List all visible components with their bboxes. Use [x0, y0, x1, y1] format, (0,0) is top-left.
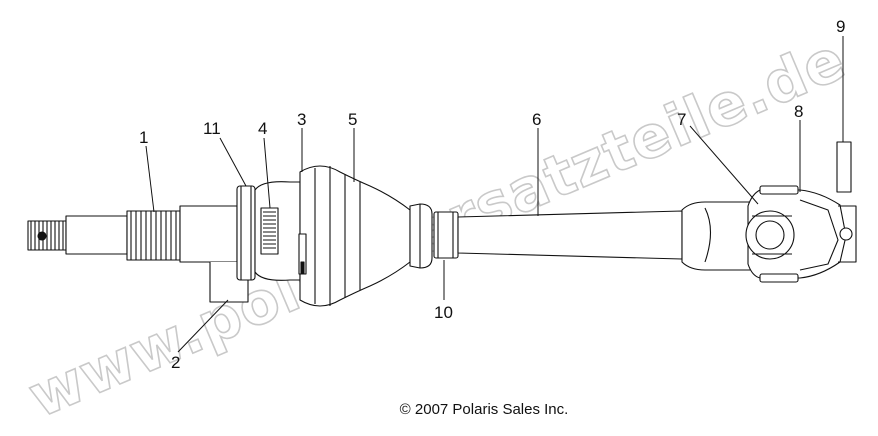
boot-small-end: [409, 203, 433, 269]
leader-lines: [145, 36, 844, 353]
callout-5: 5: [348, 110, 357, 129]
cv-boot-parts-3-5: [298, 165, 411, 307]
pin-part-9: [836, 141, 852, 193]
callout-4: 4: [258, 119, 267, 138]
callout-11: 11: [203, 119, 221, 138]
callout-8: 8: [794, 102, 803, 121]
u-joint-yoke-parts-7-8: [681, 185, 857, 283]
stub-shaft-part-1: [65, 205, 238, 263]
copyright-notice: © 2007 Polaris Sales Inc.: [399, 401, 569, 418]
cv-joint-part-4: [254, 181, 301, 281]
callout-7: 7: [677, 110, 686, 129]
callout-10: 10: [434, 303, 453, 322]
callout-6: 6: [532, 110, 541, 129]
snap-ring-part-10: [433, 211, 459, 259]
threaded-stub: [27, 220, 67, 251]
callout-labels: 1 2 3 4 5 6 7 8 9 10 11: [139, 17, 845, 372]
callout-9: 9: [836, 17, 845, 36]
shaft-tube-part-6: [457, 210, 683, 260]
callout-3: 3: [297, 110, 306, 129]
callout-1: 1: [139, 128, 148, 147]
flange-ring-part-11: [236, 185, 256, 281]
callout-2: 2: [171, 353, 180, 372]
